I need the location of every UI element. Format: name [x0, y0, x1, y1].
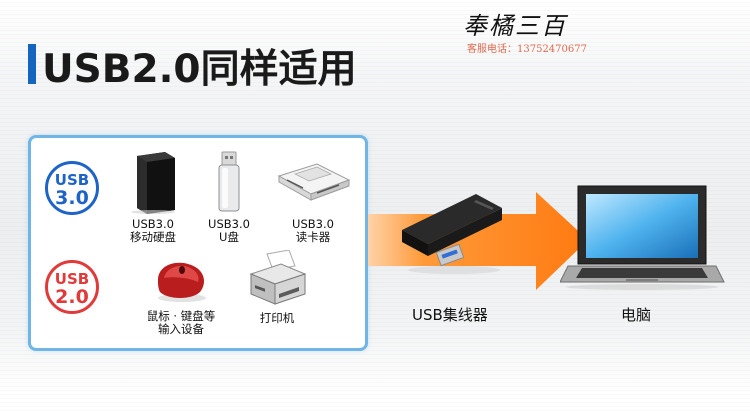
title-accent-bar — [28, 44, 36, 84]
device-mouse: 鼠标 · 键盘等 输入设备 — [129, 256, 233, 336]
device-label-line2: 移动硬盘 — [130, 230, 176, 244]
device-external-hdd: USB3.0 移动硬盘 — [119, 150, 187, 244]
mouse-icon — [158, 262, 206, 302]
external-hdd-icon — [131, 152, 175, 214]
connection-arrow-icon — [368, 192, 588, 290]
brand-stamp: 奉橘三百 客服电话：13752470677 — [463, 6, 587, 56]
device-label-line2: 读卡器 — [295, 230, 331, 244]
device-usb-flash-drive: USB3.0 U盘 — [201, 150, 257, 244]
compatible-devices-panel: USB 3.0 USB3.0 移动硬盘 USB3.0 — [28, 135, 368, 351]
printer-icon — [249, 249, 307, 305]
laptop-label: 电脑 — [621, 306, 652, 324]
usb-hub-icon — [402, 194, 502, 274]
device-label-line2: 输入设备 — [158, 322, 204, 336]
page-title: USB2.0同样适用 — [42, 47, 357, 92]
usb20-badge-line2: 2.0 — [55, 286, 89, 308]
device-label-line1: 打印机 — [259, 311, 295, 325]
laptop-icon — [560, 185, 725, 290]
usb20-badge-icon: USB 2.0 — [45, 260, 99, 314]
device-label-line2: U盘 — [219, 230, 239, 244]
usb30-badge-line2: 3.0 — [55, 187, 89, 209]
usb20-badge-line1: USB — [54, 270, 90, 288]
usb30-badge-icon: USB 3.0 — [45, 161, 99, 215]
usb-flash-drive-icon — [218, 151, 240, 212]
device-label-line1: USB3.0 — [132, 217, 174, 231]
usb-hub-label: USB集线器 — [412, 306, 488, 324]
device-label-line1: USB3.0 — [292, 217, 334, 231]
usb30-badge-line1: USB — [54, 171, 90, 189]
device-card-reader: USB3.0 读卡器 — [271, 150, 355, 244]
brand-name: 奉橘三百 — [463, 12, 567, 40]
card-reader-icon — [277, 163, 351, 201]
device-printer: 打印机 — [237, 249, 317, 325]
brand-contact: 客服电话：13752470677 — [467, 44, 587, 55]
device-label-line1: 鼠标 · 键盘等 — [146, 309, 216, 323]
device-label-line1: USB3.0 — [208, 217, 250, 231]
